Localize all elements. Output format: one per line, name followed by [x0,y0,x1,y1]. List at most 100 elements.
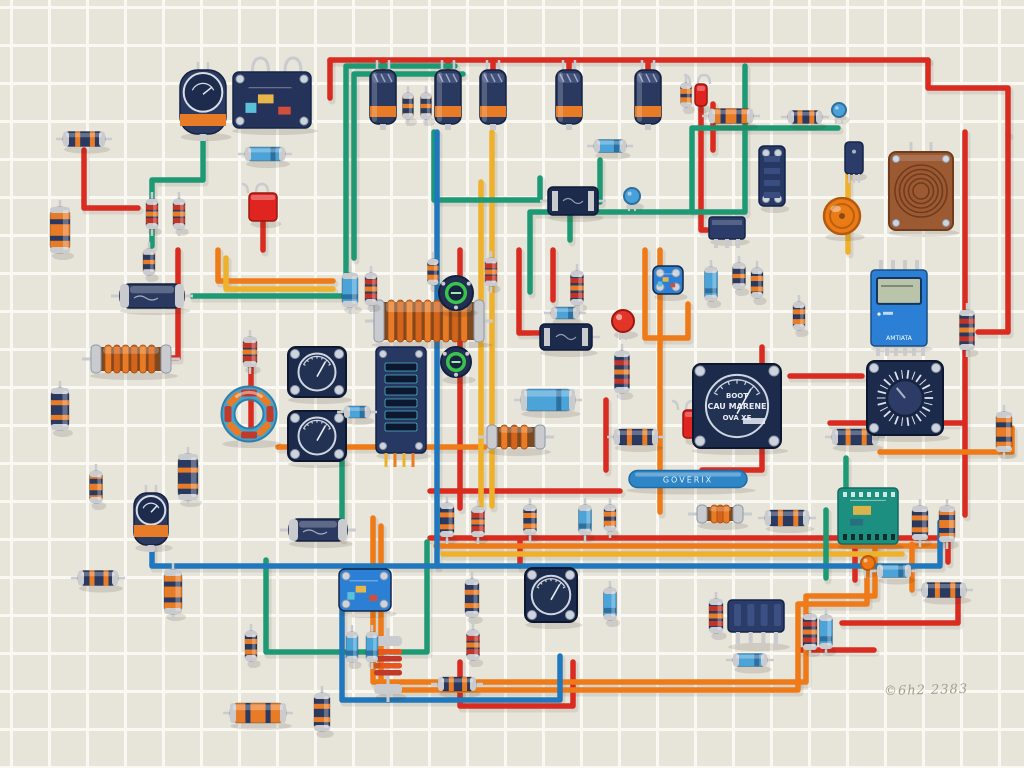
resistor [142,242,159,282]
resistor [145,192,162,236]
resistor [345,625,362,669]
fuse [683,73,712,113]
resistor [781,110,829,131]
resistor [603,581,621,627]
artist-signature: ©6h2 2383 [883,681,969,700]
resistor [578,498,596,542]
resistor [870,564,918,585]
circuit-board [338,568,397,618]
svg-text:AMTIATA: AMTIATA [886,335,913,342]
resistor [337,405,377,425]
piezo-buzzer [822,196,865,241]
voltage-regulator [727,599,790,651]
electrolytic-capacitor [434,60,462,130]
wire [223,255,336,292]
resistor [177,447,202,507]
resistor [238,146,292,168]
resistor [364,266,381,312]
resistor [915,582,973,605]
trimmer-pot [438,275,478,317]
resistor [484,251,501,293]
resistor [825,428,885,452]
ic-module [532,323,600,357]
svg-text:OVA XE: OVA XE [723,414,752,422]
resistor [244,624,261,668]
resistor [341,266,362,314]
resistor [702,108,760,131]
wire [351,71,466,261]
resistor [587,139,633,160]
resistor [365,625,382,669]
inductor-coil [688,504,752,530]
resistor [420,86,436,126]
resistor [708,592,727,640]
lcd-module: AMTIATA [870,260,933,356]
terminal-board [375,346,432,467]
circuit-board [232,56,318,135]
wire-shadow [926,59,1014,141]
resistor [758,509,816,533]
resistor [732,256,750,296]
resistor [802,607,821,657]
resistor [466,623,484,667]
resistor [614,344,634,400]
wire [339,599,563,703]
gauge-sensor [179,62,232,141]
wire-shadow [82,149,144,215]
wire [527,63,748,295]
resistor [402,86,418,126]
panel-meter [287,410,352,468]
resistor [680,76,696,114]
wire [925,57,1011,137]
electrolytic-capacitor [555,60,583,130]
wire [698,105,710,233]
rotary-dial [866,360,950,442]
wire [975,131,1011,335]
panel-meter [287,346,352,404]
electrolytic-capacitor [634,60,662,130]
resistor [471,500,489,544]
resistor [439,496,458,544]
disc-capacitor [623,187,644,211]
relay [708,216,750,248]
resistor [704,260,722,308]
resistor [50,381,73,437]
resistor [313,686,334,738]
svg-text:BOOT: BOOT [726,392,748,400]
gauge-sensor [133,485,173,552]
resistor [163,563,186,621]
capacitor [111,283,193,315]
resistor [819,608,837,656]
resistor [607,428,665,452]
resistor [523,498,541,542]
resistor [938,499,959,549]
disc-capacitor [831,102,850,124]
wire [378,523,870,693]
resistor [172,192,189,236]
label-bar: GOVERIX [626,469,756,495]
wire [689,125,841,213]
resistor [242,330,261,374]
coil [374,628,407,702]
resistor [726,653,774,674]
terminal-board [758,145,790,213]
led-indicator [860,555,879,578]
resistor [570,264,588,312]
resistor [959,303,979,357]
wire [189,63,458,299]
resistor [49,200,74,260]
inductor-coil [82,344,180,380]
resistor [56,131,112,154]
toroid-inductor [220,385,282,448]
ic-module [540,186,606,222]
svg-text:CAU MARENE: CAU MARENE [707,402,766,411]
inductor-coil [365,299,493,349]
electrolytic-capacitor [479,60,507,130]
resistor [995,405,1016,459]
teal-circuit-board [837,487,904,551]
electrolytic-capacitor [369,60,397,130]
wire [642,247,691,341]
resistor [431,676,483,698]
